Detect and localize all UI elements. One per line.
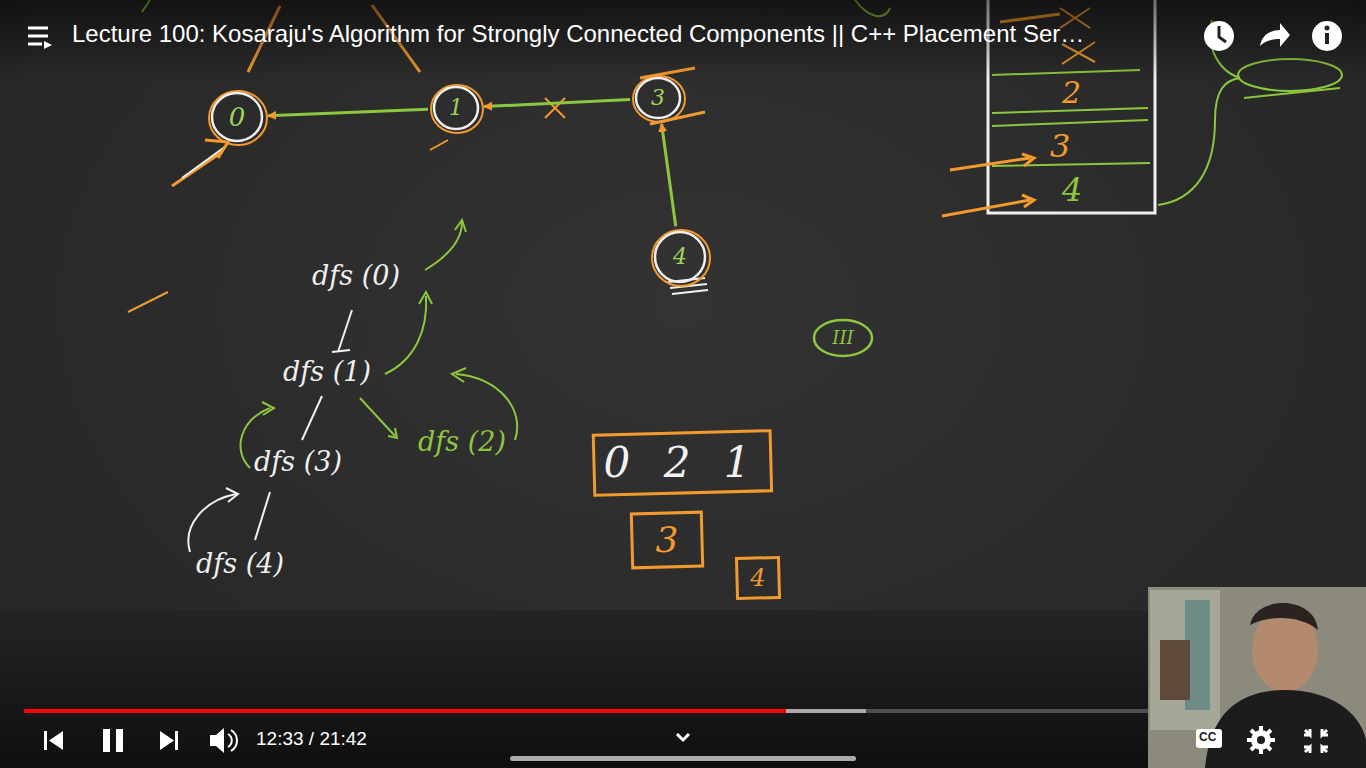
graph-node: 3 — [634, 76, 682, 120]
node-label: 1 — [449, 96, 463, 120]
graph-node: 4 — [653, 230, 707, 284]
graph-edge — [662, 124, 676, 227]
graph-edge — [484, 99, 630, 106]
dfs-call: dfs (0) — [312, 260, 400, 291]
node-label: 0 2 1 — [604, 440, 761, 486]
node-label: 3 — [656, 520, 679, 560]
dfs-call: dfs (1) — [283, 356, 371, 387]
node-label: 0 — [229, 103, 246, 132]
node-label: 3 — [651, 86, 665, 110]
dfs-call: dfs (3) — [254, 446, 342, 477]
node-label: 4 — [673, 245, 687, 269]
node-label: III — [832, 328, 853, 348]
stack-entry: 3 — [1050, 128, 1070, 165]
time-display: 12:33 / 21:42 — [256, 728, 367, 750]
scc-box: 4 — [735, 556, 781, 600]
scc-box: 0 2 1 — [592, 431, 773, 495]
dfs-call: dfs (4) — [196, 548, 284, 579]
graph-node: 1 — [432, 85, 480, 131]
video-title: Lecture 100: Kosaraju's Algorithm for St… — [72, 20, 1084, 48]
node-label: 4 — [750, 565, 765, 591]
scc-box: 3 — [630, 511, 704, 569]
graph-edge — [268, 109, 428, 116]
captions-button: CC — [1199, 731, 1216, 745]
stack-entry: 2 — [1062, 76, 1081, 111]
graph-node: 0 — [210, 91, 264, 143]
circled-note: III — [812, 318, 874, 358]
stack-entry: 4 — [1062, 172, 1082, 209]
dfs-call: dfs (2) — [418, 426, 506, 457]
